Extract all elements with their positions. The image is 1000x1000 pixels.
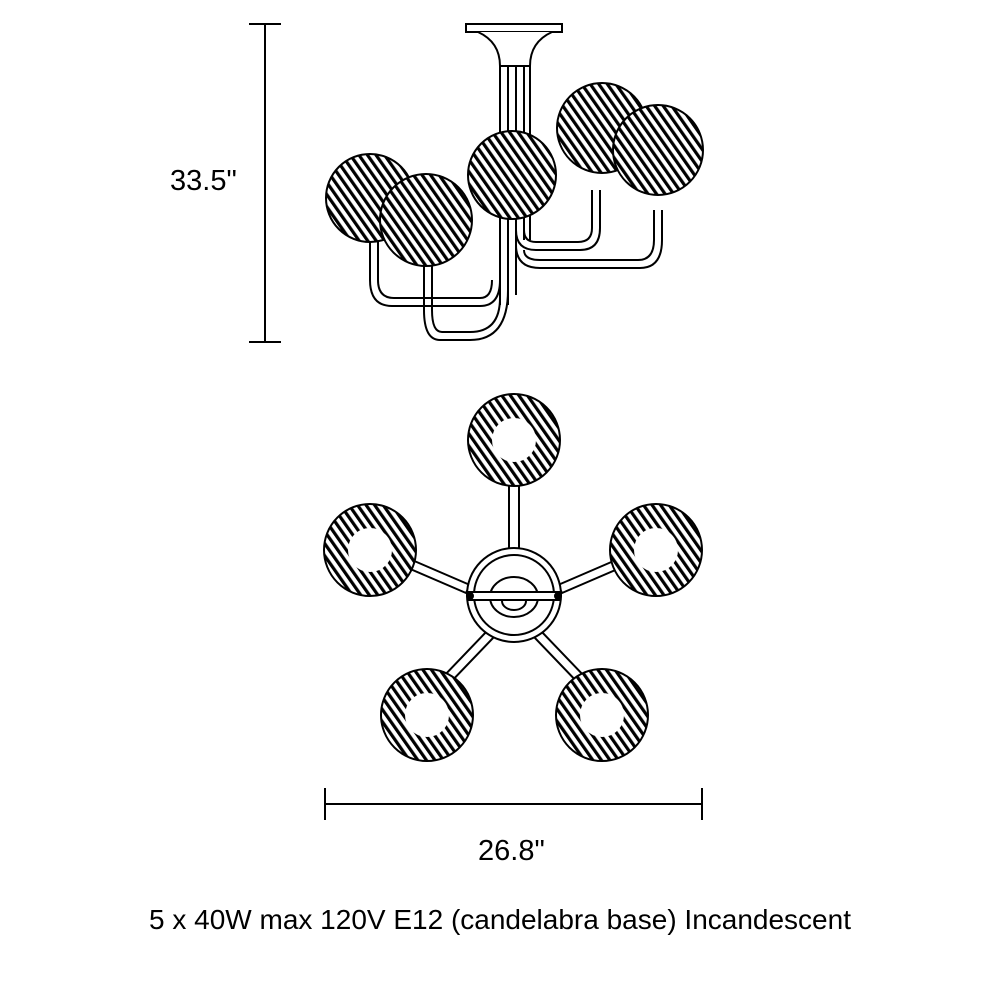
- plan-crossbar: [467, 591, 561, 601]
- globe-plan-left: [323, 503, 417, 597]
- left-arms: [369, 240, 509, 341]
- height-dimension-line: [249, 23, 281, 343]
- right-arms: [515, 190, 663, 269]
- width-dimension-line: [324, 788, 703, 820]
- globe-plan-bottom-left: [380, 668, 474, 762]
- globe-side-5: [379, 173, 473, 267]
- height-dimension-label: 33.5": [170, 165, 237, 197]
- globe-side-4: [612, 104, 704, 196]
- globe-plan-right: [609, 503, 703, 597]
- canopy: [465, 23, 563, 33]
- plan-view: [323, 393, 703, 762]
- side-elevation-view: [325, 23, 704, 341]
- bulb-specification: 5 x 40W max 120V E12 (candelabra base) I…: [149, 904, 851, 935]
- canopy-flare: [477, 31, 553, 67]
- globe-plan-bottom-right: [555, 668, 649, 762]
- globe-side-2: [467, 130, 557, 220]
- width-dimension-label: 26.8": [478, 835, 545, 867]
- globe-plan-top: [467, 393, 561, 487]
